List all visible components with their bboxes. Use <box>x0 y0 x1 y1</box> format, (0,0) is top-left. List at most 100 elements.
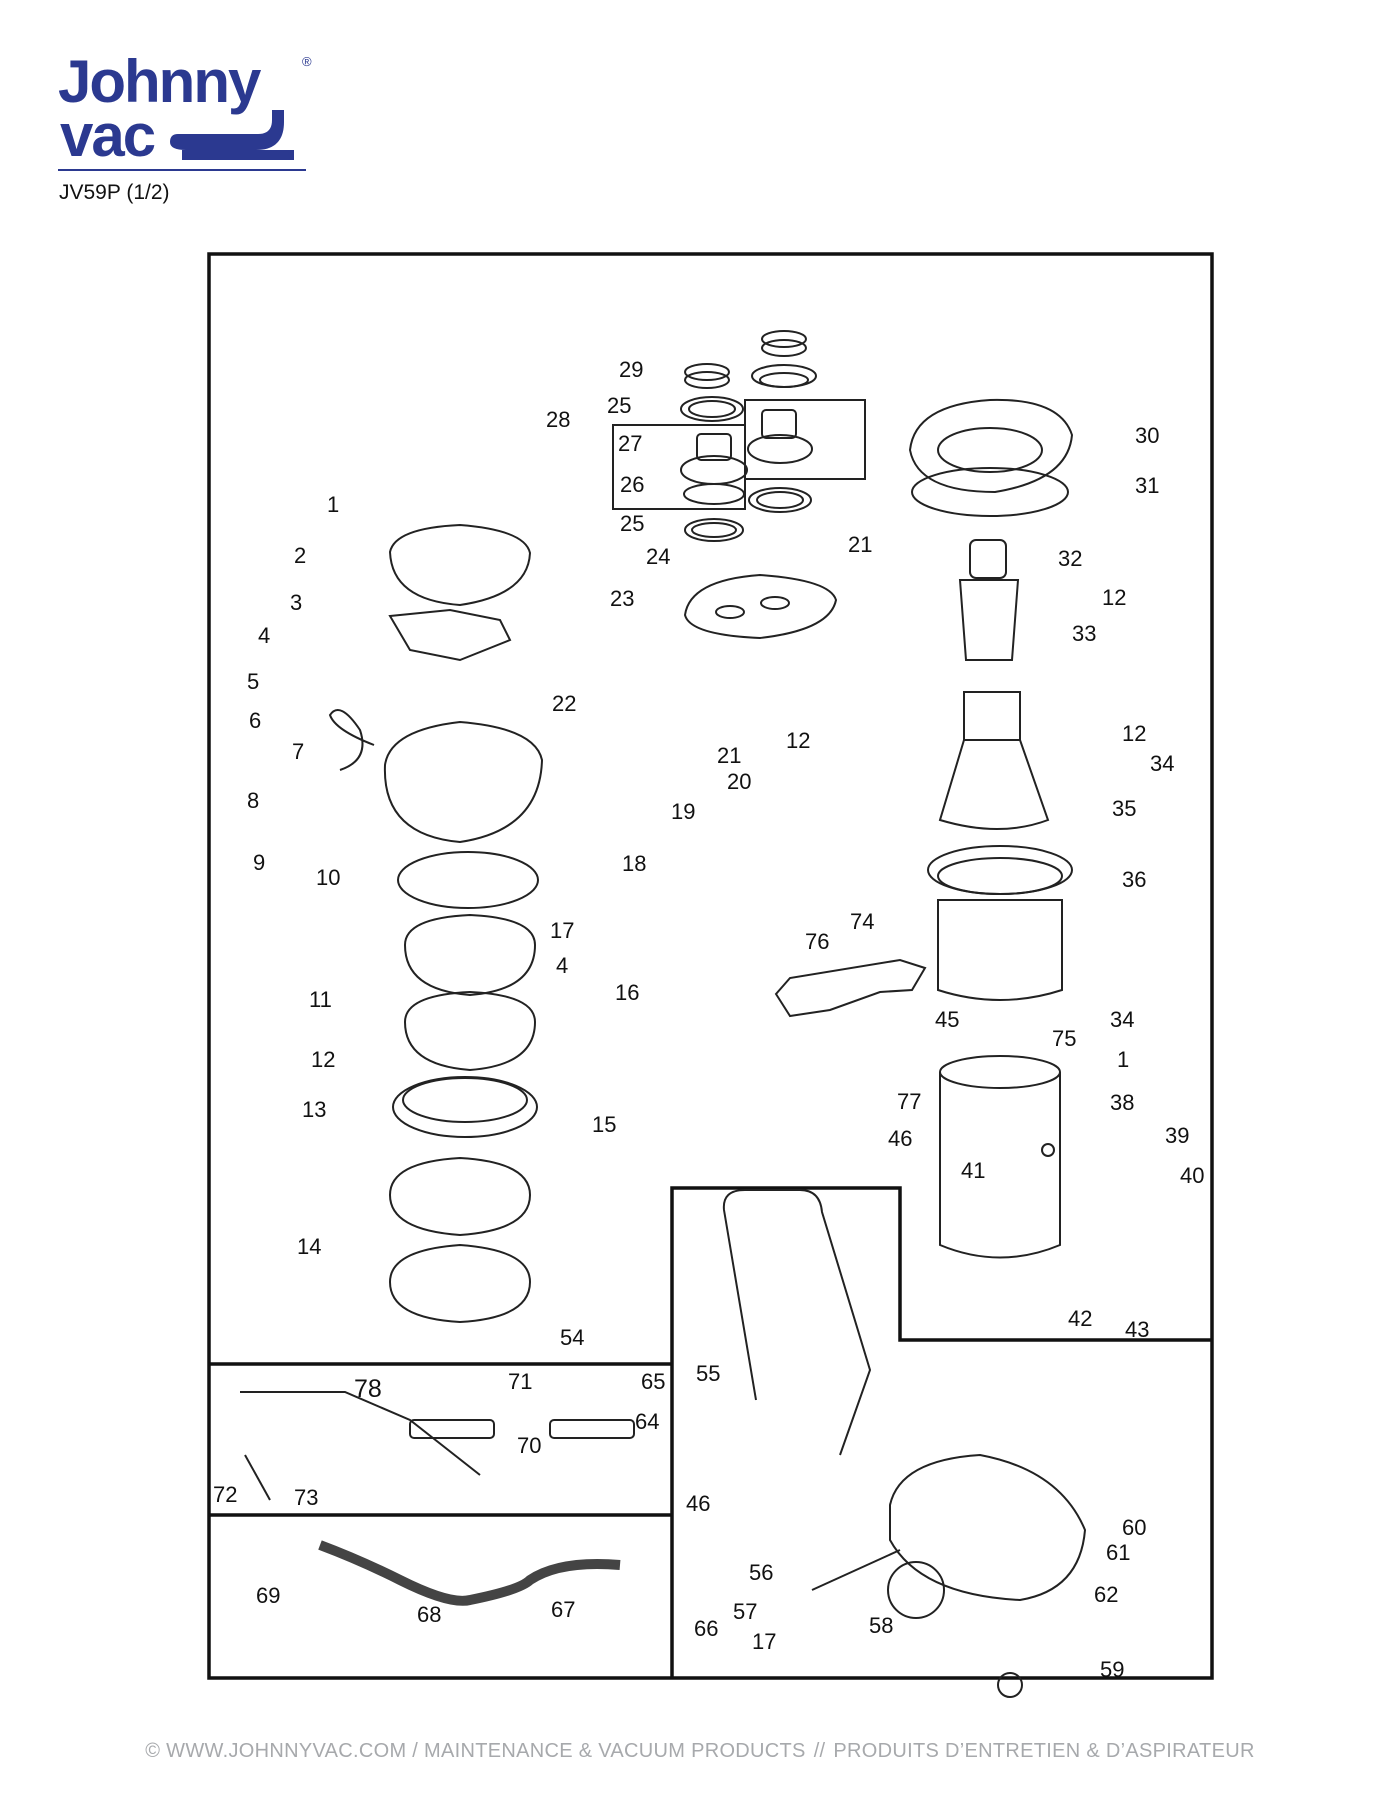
label-13: 13 <box>302 1097 326 1122</box>
label-19: 19 <box>671 799 695 824</box>
svg-text:23: 23 <box>610 586 634 611</box>
label-33: 33 <box>1072 621 1096 646</box>
svg-text:57: 57 <box>733 1599 757 1624</box>
svg-text:78: 78 <box>354 1375 382 1403</box>
label-12-base: 12 <box>311 1047 335 1072</box>
label-72: 72 <box>213 1482 237 1507</box>
label-24: 24 <box>646 544 670 569</box>
svg-text:13: 13 <box>302 1097 326 1122</box>
label-54: 54 <box>560 1325 584 1350</box>
svg-text:38: 38 <box>1110 1090 1134 1115</box>
label-12-float: 12 <box>1102 585 1126 610</box>
label-58: 58 <box>869 1613 893 1638</box>
label-46-tank: 46 <box>888 1126 912 1151</box>
svg-text:40: 40 <box>1180 1163 1204 1188</box>
svg-text:65: 65 <box>641 1369 665 1394</box>
svg-text:62: 62 <box>1094 1582 1118 1607</box>
svg-text:22: 22 <box>552 691 576 716</box>
svg-text:41: 41 <box>961 1158 985 1183</box>
svg-text:31: 31 <box>1135 473 1159 498</box>
svg-text:76: 76 <box>805 929 829 954</box>
label-21-motor: 21 <box>848 532 872 557</box>
label-31: 31 <box>1135 473 1159 498</box>
svg-text:59: 59 <box>1100 1657 1124 1682</box>
label-78: 78 <box>354 1375 382 1403</box>
outer-frame <box>207 252 1214 1680</box>
label-38: 38 <box>1110 1090 1134 1115</box>
johnny-vac-logo: Johnny vac ® <box>58 48 318 169</box>
svg-text:46: 46 <box>888 1126 912 1151</box>
svg-text:42: 42 <box>1068 1306 1092 1331</box>
label-1-head: 1 <box>327 492 339 517</box>
label-28: 28 <box>546 407 570 432</box>
label-41: 41 <box>961 1158 985 1183</box>
svg-text:64: 64 <box>635 1409 659 1434</box>
label-27: 27 <box>618 431 642 456</box>
label-74: 74 <box>850 909 874 934</box>
label-34-cone: 34 <box>1150 751 1174 776</box>
svg-text:9: 9 <box>253 850 265 875</box>
svg-text:12: 12 <box>311 1047 335 1072</box>
footer-right: PRODUITS D’ENTRETIEN & D’ASPIRATEUR <box>833 1740 1255 1762</box>
label-67: 67 <box>551 1597 575 1622</box>
svg-text:70: 70 <box>517 1433 541 1458</box>
label-15: 15 <box>592 1112 616 1137</box>
label-57: 57 <box>733 1599 757 1624</box>
svg-text:8: 8 <box>247 788 259 813</box>
svg-text:21: 21 <box>848 532 872 557</box>
label-7: 7 <box>292 739 304 764</box>
footer-separator: // <box>813 1740 826 1762</box>
label-4-head: 4 <box>258 623 270 648</box>
diagram-frames <box>207 252 1214 1680</box>
footer-left: © WWW.JOHNNYVAC.COM / MAINTENANCE & VACU… <box>145 1740 806 1762</box>
label-68: 68 <box>417 1602 441 1627</box>
svg-text:56: 56 <box>749 1560 773 1585</box>
svg-text:68: 68 <box>417 1602 441 1627</box>
label-71: 71 <box>508 1369 532 1394</box>
label-5: 5 <box>247 669 259 694</box>
svg-text:4: 4 <box>556 953 568 978</box>
svg-text:5: 5 <box>247 669 259 694</box>
label-12-cone: 12 <box>1122 721 1146 746</box>
svg-text:67: 67 <box>551 1597 575 1622</box>
svg-text:34: 34 <box>1110 1007 1134 1032</box>
parts-drawings <box>240 330 1087 1698</box>
svg-text:75: 75 <box>1052 1026 1076 1051</box>
svg-text:14: 14 <box>297 1234 321 1259</box>
svg-text:25: 25 <box>620 511 644 536</box>
svg-text:32: 32 <box>1058 546 1082 571</box>
label-46-handle: 46 <box>686 1491 710 1516</box>
label-69: 69 <box>256 1583 280 1608</box>
svg-text:1: 1 <box>1117 1047 1129 1072</box>
svg-text:73: 73 <box>294 1485 318 1510</box>
label-61: 61 <box>1106 1540 1130 1565</box>
svg-text:12: 12 <box>786 728 810 753</box>
svg-text:7: 7 <box>292 739 304 764</box>
label-14: 14 <box>297 1234 321 1259</box>
callout-labels: 29 25 28 27 26 25 24 21 23 30 31 32 12 3… <box>213 357 1204 1682</box>
label-55: 55 <box>696 1361 720 1386</box>
svg-text:18: 18 <box>622 851 646 876</box>
label-66: 66 <box>694 1616 718 1641</box>
label-60: 60 <box>1122 1515 1146 1540</box>
svg-text:45: 45 <box>935 1007 959 1032</box>
svg-text:39: 39 <box>1165 1123 1189 1148</box>
svg-text:33: 33 <box>1072 621 1096 646</box>
svg-text:27: 27 <box>618 431 642 456</box>
svg-text:29: 29 <box>619 357 643 382</box>
svg-text:25: 25 <box>607 393 631 418</box>
label-75: 75 <box>1052 1026 1076 1051</box>
svg-text:3: 3 <box>290 590 302 615</box>
label-8: 8 <box>247 788 259 813</box>
label-1-tank: 1 <box>1117 1047 1129 1072</box>
svg-text:12: 12 <box>1122 721 1146 746</box>
svg-text:58: 58 <box>869 1613 893 1638</box>
label-56: 56 <box>749 1560 773 1585</box>
svg-text:77: 77 <box>897 1089 921 1114</box>
label-21-head: 21 <box>717 743 741 768</box>
logo-divider <box>58 169 306 171</box>
label-17-base: 17 <box>752 1629 776 1654</box>
label-12-head: 12 <box>786 728 810 753</box>
footer: © WWW.JOHNNYVAC.COM / MAINTENANCE & VACU… <box>0 1740 1400 1763</box>
label-32: 32 <box>1058 546 1082 571</box>
